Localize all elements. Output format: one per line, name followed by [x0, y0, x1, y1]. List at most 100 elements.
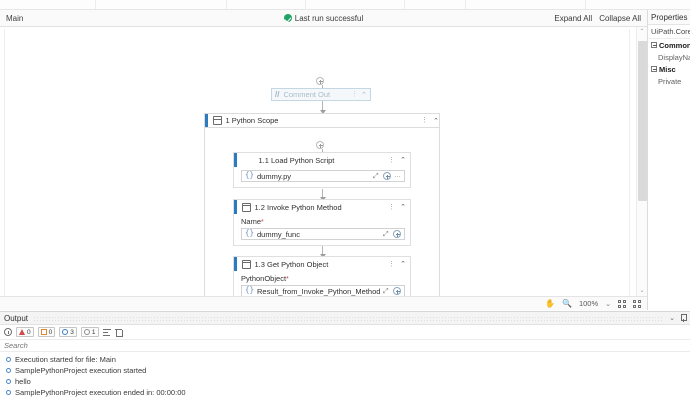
fit-to-screen-icon[interactable] — [618, 299, 626, 308]
activity-invoke-python-method[interactable]: 1.2 Invoke Python Method ⋮ ⌃ Name* — [233, 199, 411, 246]
clear-output-icon[interactable] — [114, 328, 123, 337]
scope-title: 1 Python Scope — [225, 116, 279, 125]
pan-hand-icon[interactable]: ✋ — [545, 299, 555, 308]
comment-out-activity[interactable]: // Comment Out ⋮ ⌃ — [271, 88, 371, 101]
activity-card-icon — [241, 202, 251, 212]
chevron-down-icon[interactable]: ⌄ — [669, 315, 675, 322]
output-search-row[interactable] — [0, 340, 690, 352]
kebab-menu-icon[interactable]: ⋮ — [388, 203, 396, 211]
filter-errors-button[interactable]: 0 — [37, 327, 56, 337]
log-levels-icon[interactable] — [102, 328, 111, 336]
expression-braces-icon: {} — [245, 172, 255, 180]
chevron-collapse-icon[interactable]: ⌃ — [400, 261, 406, 268]
chevron-collapse-icon[interactable]: ⌃ — [400, 204, 406, 211]
python-object-input[interactable]: {} Result_from_Invoke_Python_Method1 ⤢ — [241, 285, 405, 296]
log-entry[interactable]: hello — [0, 376, 690, 387]
output-panel: Output ⌄ 0 0 3 1 — [0, 311, 690, 417]
drag-handle[interactable] — [34, 315, 664, 321]
log-entry[interactable]: SamplePythonProject execution ended in: … — [0, 387, 690, 398]
expand-editor-icon[interactable]: ⤢ — [373, 172, 379, 180]
chevron-down-icon[interactable]: ⌄ — [605, 300, 611, 308]
property-row-displayname[interactable]: DisplayNa — [658, 52, 690, 62]
properties-type-value: UiPath.Core.A — [648, 25, 690, 39]
zoom-magnifier-icon[interactable]: 🔍 — [561, 299, 572, 308]
field-label-pythonobject: PythonObject* — [241, 274, 289, 283]
output-log-list[interactable]: Execution started for file: Main SampleP… — [0, 352, 690, 417]
activity-title: 1.3 Get Python Object — [254, 259, 329, 269]
canvas-frame — [4, 29, 630, 296]
activity-accent-bar — [234, 200, 237, 214]
log-entry[interactable]: SamplePythonProject execution started — [0, 365, 690, 376]
output-header: Output ⌄ — [0, 312, 690, 325]
expander-icon[interactable] — [651, 42, 657, 48]
browse-ellipsis-icon[interactable]: … — [394, 172, 401, 179]
designer-status-bar: ✋ 🔍 100% ⌄ — [0, 296, 647, 310]
clock-icon[interactable] — [4, 328, 12, 336]
activity-card-icon — [212, 116, 222, 125]
kebab-menu-icon[interactable]: ⋮ — [388, 260, 396, 268]
property-group-common[interactable]: Common — [648, 39, 690, 51]
scroll-up-icon[interactable]: ⌃ — [639, 29, 645, 35]
plus-icon — [316, 77, 324, 85]
script-path-input[interactable]: {} dummy.py ⤢ … — [241, 170, 405, 182]
error-square-icon — [40, 329, 47, 335]
search-input[interactable] — [4, 341, 686, 350]
breadcrumb[interactable]: Main — [6, 13, 24, 23]
script-path-value: dummy.py — [257, 171, 292, 181]
expander-icon[interactable] — [651, 66, 657, 72]
add-activity-inner[interactable] — [316, 141, 324, 149]
activity-load-python-script[interactable]: 1.1 Load Python Script ⋮ ⌃ {} dummy.py — [233, 152, 411, 188]
expand-view-icon[interactable] — [633, 299, 641, 308]
add-expression-icon[interactable] — [393, 230, 401, 238]
filter-warnings-button[interactable]: 0 — [16, 327, 34, 337]
chevron-collapse-icon[interactable]: ⌃ — [400, 157, 406, 164]
activity-title: 1.1 Load Python Script — [258, 155, 335, 165]
output-toolbar: 0 0 3 1 — [0, 325, 690, 340]
chevron-collapse-icon[interactable]: ⌃ — [361, 91, 367, 99]
info-circle-icon — [6, 379, 11, 384]
expression-braces-icon: {} — [245, 287, 255, 295]
double-slash-icon: // — [275, 90, 280, 99]
expand-editor-icon[interactable]: ⤢ — [383, 230, 389, 238]
python-scope-header[interactable]: 1 Python Scope ⋮ ⌃ — [204, 113, 440, 128]
canvas-wrap: // Comment Out ⋮ ⌃ — [0, 27, 647, 296]
filter-info-button[interactable]: 3 — [59, 327, 77, 337]
log-entry[interactable]: Execution started for file: Main — [0, 354, 690, 365]
activity-title: 1.2 Invoke Python Method — [254, 202, 342, 212]
python-object-value: Result_from_Invoke_Python_Method1 — [257, 286, 380, 296]
add-activity-top[interactable] — [316, 77, 324, 85]
designer-vertical-scrollbar[interactable]: ⌃ ⌄ — [636, 27, 647, 296]
main-body: Main Last run successful Expand All Coll… — [0, 10, 690, 310]
kebab-menu-icon[interactable]: ⋮ — [421, 117, 429, 124]
method-name-value: dummy_func — [257, 229, 300, 239]
expand-editor-icon[interactable]: ⤢ — [383, 287, 389, 295]
workflow-canvas[interactable]: // Comment Out ⋮ ⌃ — [0, 27, 636, 296]
add-expression-icon[interactable] — [383, 172, 391, 180]
activity-accent-bar — [234, 257, 237, 271]
chevron-collapse-icon[interactable]: ⌃ — [433, 117, 439, 125]
warning-triangle-icon — [19, 329, 25, 335]
property-row-private[interactable]: Private — [658, 76, 682, 86]
collapse-all-button[interactable]: Collapse All — [599, 13, 641, 23]
scrollbar-track[interactable] — [637, 37, 647, 286]
add-expression-icon[interactable] — [393, 287, 401, 295]
scroll-down-icon[interactable]: ⌄ — [639, 288, 645, 294]
method-name-input[interactable]: {} dummy_func ⤢ — [241, 228, 405, 240]
property-group-label: Misc — [659, 64, 676, 74]
filter-trace-button[interactable]: 1 — [80, 327, 99, 337]
scrollbar-thumb[interactable] — [637, 41, 647, 201]
activity-get-python-object[interactable]: 1.3 Get Python Object ⋮ ⌃ PythonObject* — [233, 256, 411, 296]
activity-accent-bar — [234, 153, 237, 167]
properties-title: Properties — [651, 12, 688, 22]
kebab-menu-icon[interactable]: ⋮ — [351, 91, 359, 98]
pin-icon[interactable] — [680, 314, 687, 322]
field-label-name: Name* — [241, 217, 264, 226]
run-status-label: Last run successful — [294, 13, 364, 23]
expand-all-button[interactable]: Expand All — [554, 13, 593, 23]
workflow-designer: Main Last run successful Expand All Coll… — [0, 10, 648, 310]
kebab-menu-icon[interactable]: ⋮ — [388, 156, 396, 164]
output-title: Output — [4, 313, 29, 323]
property-group-misc[interactable]: Misc — [648, 63, 690, 75]
zoom-level-value[interactable]: 100% — [578, 299, 599, 308]
